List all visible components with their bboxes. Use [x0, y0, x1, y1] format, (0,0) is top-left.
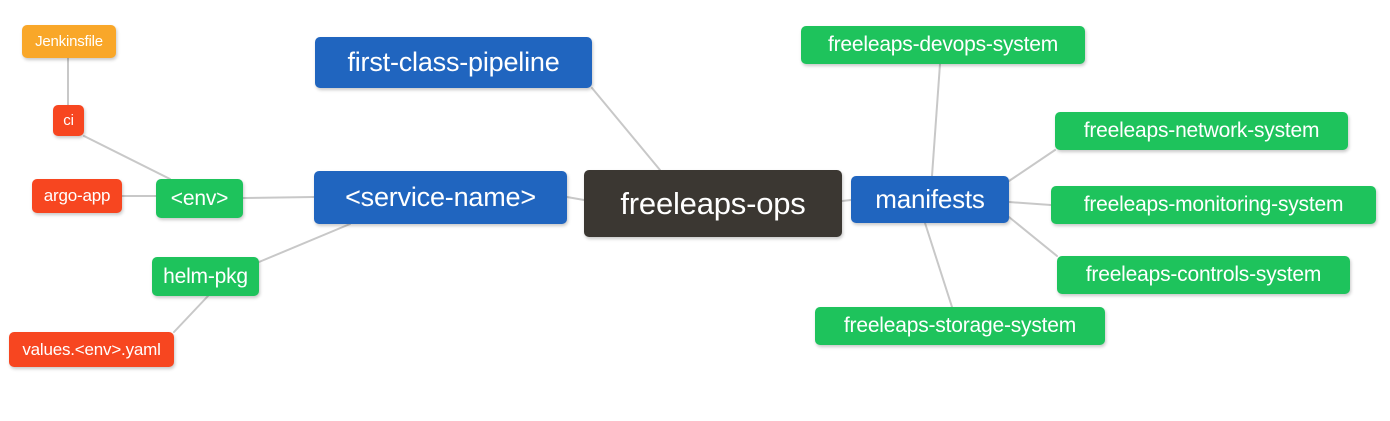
mindmap-node-label: <service-name> — [345, 182, 536, 212]
mindmap-node-freeleaps-network-system[interactable]: freeleaps-network-system — [1055, 112, 1348, 150]
edge-service-name-to-env — [242, 196, 315, 199]
mindmap-node-label: freeleaps-ops — [620, 185, 806, 221]
mindmap-node-service-name[interactable]: <service-name> — [314, 171, 567, 224]
mindmap-node-freeleaps-devops-system[interactable]: freeleaps-devops-system — [801, 26, 1085, 64]
edge-freeleaps-ops-to-manifests — [841, 199, 852, 202]
mindmap-node-label: values.<env>.yaml — [22, 339, 161, 359]
mindmap-node-label: helm-pkg — [163, 264, 248, 288]
mindmap-node-label: freeleaps-network-system — [1083, 119, 1320, 142]
edge-helm-pkg-to-values-yaml — [173, 295, 209, 333]
mindmap-node-label: manifests — [875, 184, 985, 214]
mindmap-node-freeleaps-ops[interactable]: freeleaps-ops — [584, 170, 842, 237]
edge-freeleaps-ops-to-service-name — [566, 196, 585, 201]
mindmap-node-values-yaml[interactable]: values.<env>.yaml — [9, 332, 174, 367]
mindmap-node-label: ci — [63, 112, 74, 129]
mindmap-node-ci[interactable]: ci — [53, 105, 84, 136]
mindmap-node-env[interactable]: <env> — [156, 179, 243, 218]
edge-manifests-to-freeleaps-controls-system — [1008, 216, 1058, 257]
mindmap-node-freeleaps-monitoring-system[interactable]: freeleaps-monitoring-system — [1051, 186, 1376, 224]
mindmap-node-manifests[interactable]: manifests — [851, 176, 1009, 223]
mindmap-node-label: first-class-pipeline — [347, 47, 560, 77]
mindmap-node-freeleaps-storage-system[interactable]: freeleaps-storage-system — [815, 307, 1105, 345]
edge-manifests-to-freeleaps-network-system — [1008, 149, 1056, 182]
mindmap-node-jenkinsfile[interactable]: Jenkinsfile — [22, 25, 116, 58]
edge-manifests-to-freeleaps-storage-system — [924, 222, 953, 308]
edge-service-name-to-helm-pkg — [258, 223, 351, 263]
mindmap-node-label: freeleaps-storage-system — [843, 314, 1077, 337]
mindmap-node-label: <env> — [170, 186, 229, 210]
edge-freeleaps-ops-to-first-class-pipeline — [591, 87, 661, 171]
mindmap-node-label: Jenkinsfile — [35, 33, 103, 50]
edge-manifests-to-freeleaps-devops-system — [931, 63, 941, 177]
mindmap-node-freeleaps-controls-system[interactable]: freeleaps-controls-system — [1057, 256, 1350, 294]
mindmap-node-argo-app[interactable]: argo-app — [32, 179, 122, 213]
mindmap-node-label: argo-app — [43, 186, 111, 205]
mindmap-node-first-class-pipeline[interactable]: first-class-pipeline — [315, 37, 592, 88]
edge-manifests-to-freeleaps-monitoring-system — [1008, 201, 1052, 206]
edge-env-to-ci — [83, 135, 171, 180]
mindmap-node-helm-pkg[interactable]: helm-pkg — [152, 257, 259, 296]
mindmap-node-label: freeleaps-devops-system — [828, 33, 1058, 56]
mindmap-node-label: freeleaps-monitoring-system — [1083, 193, 1344, 216]
mindmap-node-label: freeleaps-controls-system — [1085, 263, 1322, 286]
